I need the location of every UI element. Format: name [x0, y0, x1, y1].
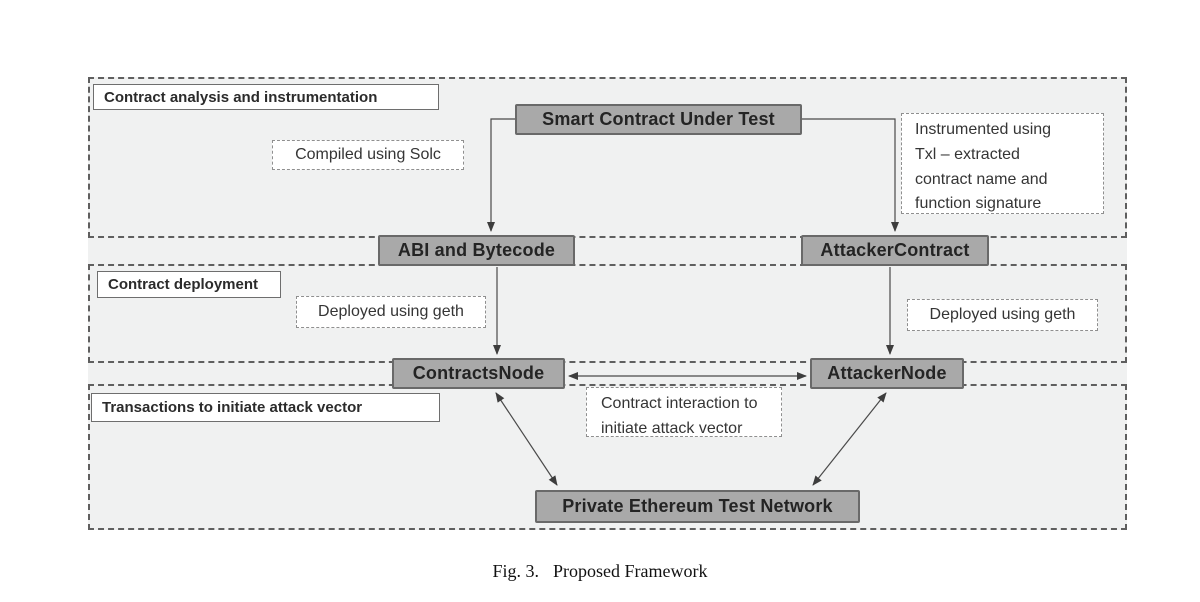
- node-attacker-contract: AttackerContract: [801, 235, 989, 266]
- section-transactions: [88, 384, 1127, 530]
- node-contracts-node: ContractsNode: [392, 358, 565, 389]
- section-label-contract-analysis: Contract analysis and instrumentation: [93, 84, 439, 110]
- note-contract-interaction: Contract interaction to initiate attack …: [586, 387, 782, 437]
- node-attacker-node: AttackerNode: [810, 358, 964, 389]
- section-label-contract-deployment: Contract deployment: [97, 271, 281, 298]
- note-instrumented-using-txl: Instrumented using Txl – extracted contr…: [901, 113, 1104, 214]
- figure-caption-label: Fig. 3.: [492, 561, 540, 581]
- node-smart-contract-under-test: Smart Contract Under Test: [515, 104, 802, 135]
- section-contract-analysis: [88, 77, 1127, 238]
- figure-caption: Fig. 3. Proposed Framework: [0, 561, 1200, 582]
- note-compiled-using-solc: Compiled using Solc: [272, 140, 464, 170]
- note-deployed-using-geth-left: Deployed using geth: [296, 296, 486, 328]
- figure-caption-title: Proposed Framework: [553, 561, 708, 581]
- node-abi-and-bytecode: ABI and Bytecode: [378, 235, 575, 266]
- section-contract-deployment: [88, 264, 1127, 363]
- note-deployed-using-geth-right: Deployed using geth: [907, 299, 1098, 331]
- node-private-ethereum-test-network: Private Ethereum Test Network: [535, 490, 860, 523]
- section-label-transactions: Transactions to initiate attack vector: [91, 393, 440, 422]
